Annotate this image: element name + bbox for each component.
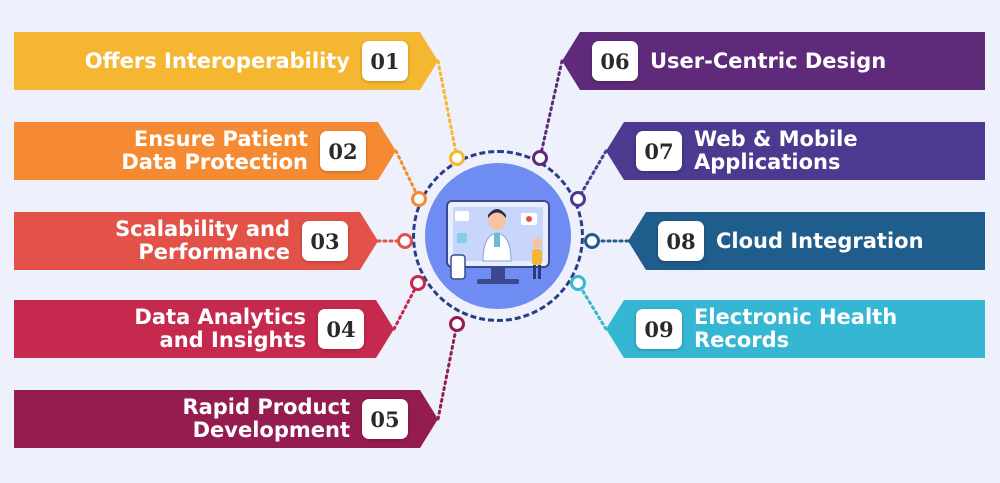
feature-label: Web & Mobile Applications xyxy=(694,127,858,174)
ring-node-09 xyxy=(570,275,586,291)
connector-05 xyxy=(436,322,459,421)
connector-04 xyxy=(392,281,420,331)
ring-node-02 xyxy=(411,191,427,207)
ring-node-03 xyxy=(397,233,413,249)
banner-tip xyxy=(360,212,378,270)
feature-banner-04: Data Analytics and Insights 04 xyxy=(14,300,376,358)
banner-tip xyxy=(420,390,438,448)
connector-01 xyxy=(436,59,459,160)
feature-number-badge: 06 xyxy=(592,41,638,81)
feature-number-badge: 04 xyxy=(318,309,364,349)
telemedicine-doctor-icon xyxy=(446,200,550,284)
hub-dashed-ring xyxy=(412,150,584,322)
feature-label: Offers Interoperability xyxy=(84,48,350,73)
connector-07 xyxy=(576,149,608,201)
ring-node-06 xyxy=(532,150,548,166)
feature-number-badge: 03 xyxy=(302,221,348,261)
feature-number-badge: 02 xyxy=(320,131,366,171)
feature-label: Rapid Product Development xyxy=(182,395,350,442)
feature-banner-03: Scalability and Performance 03 xyxy=(14,212,360,270)
banner-tip xyxy=(606,300,624,358)
feature-banner-05: Rapid Product Development 05 xyxy=(14,390,420,448)
feature-label: Electronic Health Records xyxy=(694,305,898,352)
banner-tip xyxy=(420,32,438,90)
banner-tip xyxy=(606,122,624,180)
feature-number-badge: 08 xyxy=(658,221,704,261)
feature-banner-06: 06 User-Centric Design xyxy=(580,32,985,90)
ring-node-07 xyxy=(570,191,586,207)
feature-number-badge: 01 xyxy=(362,41,408,81)
hub-circle xyxy=(425,163,571,309)
ring-node-01 xyxy=(449,150,465,166)
banner-tip xyxy=(376,300,394,358)
feature-label: User-Centric Design xyxy=(650,48,887,73)
banner-tip xyxy=(378,122,396,180)
ring-node-05 xyxy=(449,316,465,332)
feature-label: Ensure Patient Data Protection xyxy=(121,127,308,174)
feature-banner-02: Ensure Patient Data Protection 02 xyxy=(14,122,378,180)
ring-node-08 xyxy=(584,233,600,249)
banner-tip xyxy=(562,32,580,90)
feature-label: Data Analytics and Insights xyxy=(134,305,306,352)
feature-banner-01: Offers Interoperability 01 xyxy=(14,32,420,90)
feature-number-badge: 05 xyxy=(362,399,408,439)
feature-label: Scalability and Performance xyxy=(115,217,290,264)
connector-09 xyxy=(576,281,608,331)
feature-number-badge: 09 xyxy=(636,309,682,349)
feature-banner-09: 09 Electronic Health Records xyxy=(624,300,985,358)
feature-number-badge: 07 xyxy=(636,131,682,171)
ring-node-04 xyxy=(410,275,426,291)
feature-label: Cloud Integration xyxy=(716,228,924,253)
connector-06 xyxy=(538,59,564,160)
feature-banner-07: 07 Web & Mobile Applications xyxy=(624,122,985,180)
feature-banner-08: 08 Cloud Integration xyxy=(646,212,985,270)
banner-tip xyxy=(628,212,646,270)
